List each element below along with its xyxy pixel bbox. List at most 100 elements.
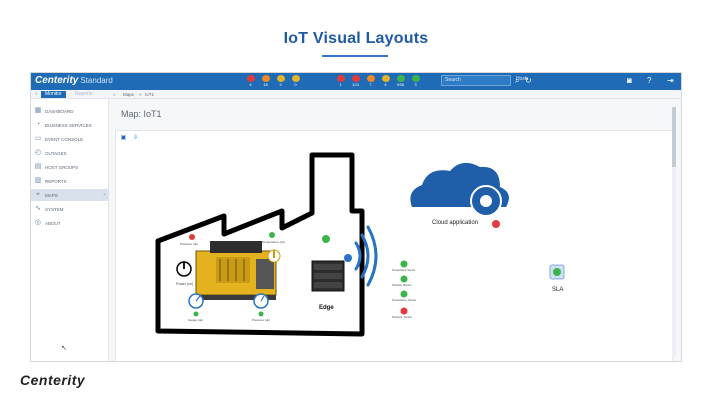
sidebar-item-outages[interactable]: ◴Outages xyxy=(31,147,109,159)
sidebar-item-label: Outages xyxy=(45,150,67,156)
system-icon: ∿ xyxy=(35,205,41,212)
status-dot xyxy=(366,75,375,82)
mouse-cursor-icon: ↖ xyxy=(61,345,67,352)
breadcrumb-current: IoT1 xyxy=(145,92,155,97)
unknown-icon[interactable]: 4 xyxy=(378,74,393,89)
page-title: Map: IoT1 xyxy=(121,109,162,119)
sidebar-item-event-console[interactable]: ▭Event Console xyxy=(31,133,109,145)
warning-icon[interactable]: 7 xyxy=(363,74,378,89)
ok-status-dot xyxy=(322,235,330,243)
sla-icon xyxy=(549,264,565,280)
sidebar-item-label: Reports xyxy=(45,178,67,184)
thermometer-icon xyxy=(267,249,281,263)
power-status-icon xyxy=(176,261,192,277)
status-dot xyxy=(411,75,420,82)
tab-monitor[interactable]: Monitor xyxy=(41,91,66,98)
gauge-ok-icon[interactable]: 0 xyxy=(288,74,303,89)
sidebar-item-label: About xyxy=(45,220,61,226)
status-count: 0 xyxy=(294,82,297,87)
breadcrumb-home-icon[interactable]: ⌂ xyxy=(113,92,116,97)
status-count: 124 xyxy=(352,82,359,87)
sidebar-item-label: Business Services xyxy=(45,122,92,128)
sidebar: ▦Dashboard ◔ Business Services ▭Event Conso… xyxy=(31,99,109,361)
down-icon[interactable]: 1 xyxy=(333,74,348,89)
search-input[interactable]: Search xyxy=(441,75,511,86)
temperature-label: Temperature (ok) xyxy=(262,240,285,244)
pin-icon[interactable]: ⇩ xyxy=(132,135,139,141)
gauge-label: Gauge (ok) xyxy=(188,318,203,322)
map-panel: ▣ ⇩ xyxy=(115,130,673,361)
status-count: 1 xyxy=(339,82,342,87)
chevron-right-icon: › xyxy=(103,192,105,198)
svg-text:Temperature Sensor: Temperature Sensor xyxy=(392,268,416,272)
status-count: 3 xyxy=(279,82,282,87)
business-services-icon: ◔ xyxy=(35,121,41,128)
edge-connector-dot xyxy=(344,254,352,262)
status-spacer xyxy=(303,74,333,89)
scrollbar-thumb[interactable] xyxy=(672,107,676,167)
sidebar-item-label: Event Console xyxy=(45,136,84,142)
warning-icon[interactable]: 18 xyxy=(258,74,273,89)
sidebar-item-label: Dashboard xyxy=(45,108,74,114)
brand-name: Centerity xyxy=(35,75,79,86)
sidebar-item-reports[interactable]: ▥Reports xyxy=(31,175,109,187)
check-icon[interactable]: 3 xyxy=(408,74,423,89)
footer-logo: Centerity xyxy=(20,372,86,388)
ok-icon[interactable]: 938 xyxy=(393,74,408,89)
brand-edition: Standard xyxy=(80,76,113,85)
sidebar-item-dashboard[interactable]: ▦Dashboard xyxy=(31,105,109,117)
sub-navigation-bar: ≡ Monitor Reports ⌂ Maps » IoT1 xyxy=(31,90,681,99)
host-groups-icon: ▤ xyxy=(34,163,42,170)
cloud-label: Cloud application xyxy=(432,220,478,226)
iot-map-canvas: Power (on) Pressure (ok) Temperature (ok… xyxy=(155,152,565,337)
sidebar-item-maps[interactable]: ⌖ Maps › xyxy=(31,189,109,201)
edge-device xyxy=(311,235,345,292)
status-dot xyxy=(396,75,405,82)
gauge-icon[interactable]: 3 xyxy=(273,74,288,89)
sidebar-item-label: Host Groups xyxy=(45,164,79,170)
critical-status-dot xyxy=(492,220,500,228)
outages-icon: ◴ xyxy=(34,149,42,156)
sidebar-item-host-groups[interactable]: ▤Host Groups xyxy=(31,161,109,173)
sidebar-item-business-services[interactable]: ◔ Business Services xyxy=(31,119,109,131)
refresh-icon[interactable]: ↻ xyxy=(525,76,532,85)
title-underline xyxy=(322,55,388,57)
sidebar-item-label: Maps xyxy=(45,192,58,198)
status-dot xyxy=(246,75,255,82)
camera-icon[interactable]: ◙ xyxy=(627,76,632,85)
maps-icon: ⌖ xyxy=(36,191,40,198)
status-dot xyxy=(261,75,270,82)
breadcrumb-maps[interactable]: Maps xyxy=(123,92,135,97)
edge-label: Edge xyxy=(319,305,334,311)
wifi-signal-icon xyxy=(354,225,378,287)
menu-toggle-icon[interactable]: ≡ xyxy=(35,91,38,97)
status-dot xyxy=(381,75,390,82)
critical-icon[interactable]: 4 xyxy=(243,74,258,89)
critical-status-dot xyxy=(189,234,195,240)
status-count: 7 xyxy=(369,82,372,87)
status-dot xyxy=(351,75,360,82)
svg-text:Network_Monitor: Network_Monitor xyxy=(392,283,412,287)
status-count: 4 xyxy=(249,82,252,87)
save-icon[interactable]: ▣ xyxy=(120,135,127,141)
logout-icon[interactable]: ⇥ xyxy=(667,76,674,85)
factory-outline xyxy=(155,152,365,337)
slide-title: IoT Visual Layouts xyxy=(283,30,429,47)
sidebar-item-about[interactable]: ◎About xyxy=(31,217,109,229)
status-count: 4 xyxy=(384,82,387,87)
vertical-scrollbar[interactable] xyxy=(672,107,676,357)
sidebar-item-label: System xyxy=(45,206,64,212)
search-icon[interactable]: ⌕ xyxy=(515,76,520,85)
search-scope-select[interactable]: Host xyxy=(516,76,527,82)
tab-reports[interactable]: Reports xyxy=(75,91,93,97)
help-icon[interactable]: ? xyxy=(647,76,652,85)
sidebar-item-system[interactable]: ∿ System xyxy=(31,203,109,215)
status-count: 18 xyxy=(263,82,268,87)
critical-icon[interactable]: 124 xyxy=(348,74,363,89)
breadcrumb-separator: » xyxy=(139,92,142,97)
reports-icon: ▥ xyxy=(34,177,42,184)
power-label: Power (on) xyxy=(176,282,193,286)
